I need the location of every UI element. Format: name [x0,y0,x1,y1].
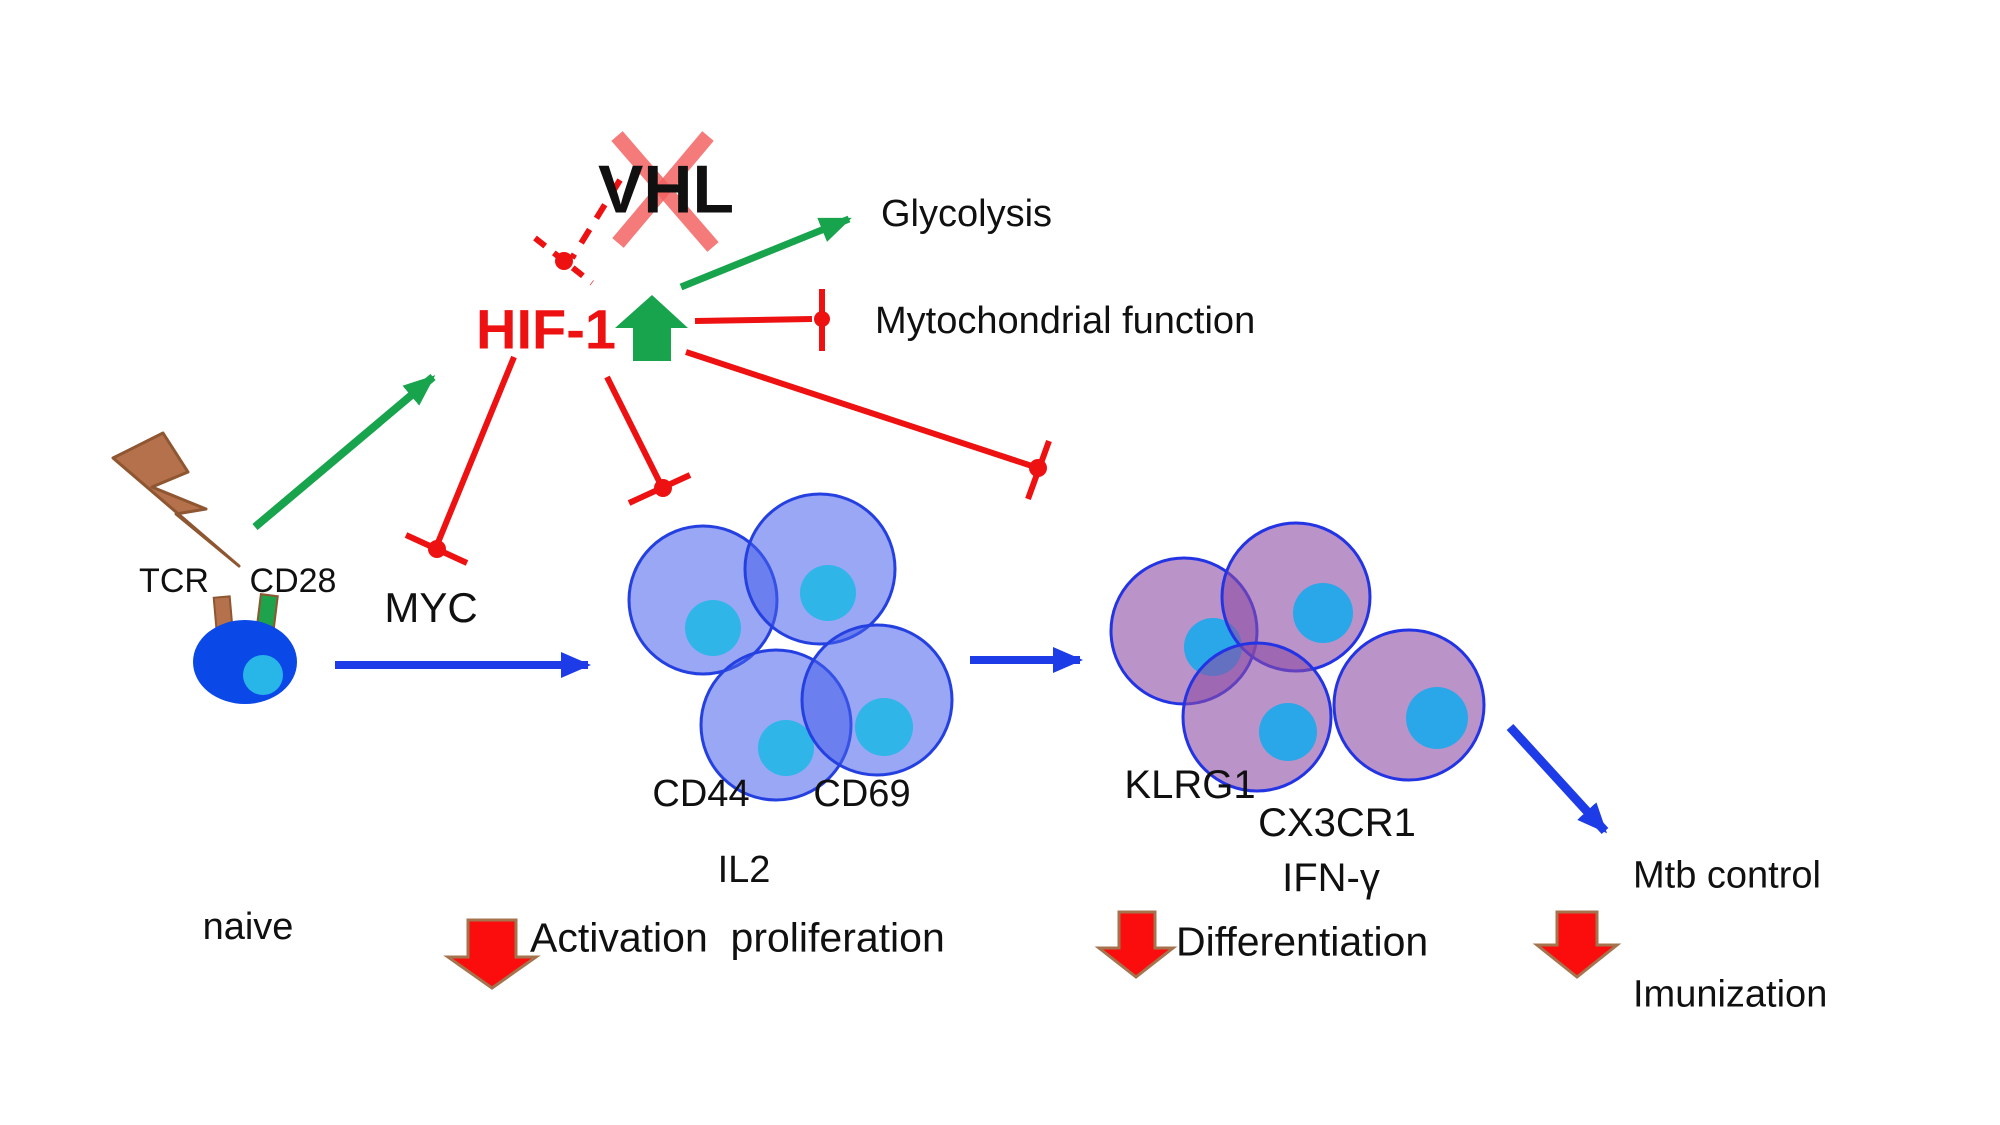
inhibition-hif1-myc [404,355,517,566]
hif1-upregulated-arrow-icon [615,295,688,361]
naive-label: naive [202,906,294,949]
naive-cell-body [193,620,297,704]
klrg1-label: KLRG1 [1124,763,1256,807]
green-arrow-hif1-to-glycolysis [679,215,852,291]
differentiated-cell-cluster [1109,521,1486,793]
myc-label: MYC [384,583,478,631]
cd28-label: CD28 [249,562,337,601]
blue-arrow-differentiated-to-outcome [1506,723,1609,835]
differentiation-label: Differentiation [1176,918,1429,965]
cd44-label: CD44 [652,773,750,816]
activated-cell [743,492,897,646]
green-arrow-stimulus-to-hif1 [252,373,436,531]
activated-cell [627,524,779,676]
differentiated-cell [1332,628,1486,782]
ifn-gamma-label: IFN-γ [1282,856,1380,900]
down-arrow-differentiation-icon [1094,910,1178,979]
activation-proliferation-label: Activation proliferation [530,914,945,961]
differentiated-cell [1220,521,1372,673]
hif1-label: HIF-1 [476,297,616,361]
naive-cell-nucleus [243,655,283,695]
glycolysis-label: Glycolysis [881,193,1053,236]
tcr-label: TCR [139,562,209,601]
vhl-label: VHL [598,151,734,228]
vhl-cross-icon [611,131,719,252]
down-arrow-activation-icon [443,918,541,990]
inhibition-hif1-differentiated [685,349,1052,501]
differentiated-cell [1181,641,1333,793]
naive-cell [193,593,297,704]
down-arrow-mtb-icon [1532,910,1622,979]
activated-cell-cluster [627,492,954,802]
mitochondrial-label: Mytochondrial function [875,300,1256,343]
vhl-hif1-lost-inhibition [533,178,623,286]
cx3cr1-label: CX3CR1 [1258,801,1416,845]
il2-label: IL2 [717,849,771,892]
mtb-label-line1: Mtb control [1633,854,1821,897]
activated-cell [800,623,954,777]
cd69-label: CD69 [813,773,911,816]
inhibition-hif1-mitochondrial [694,289,830,351]
inhibition-hif1-activated [604,375,692,506]
mtb-label: Mtb control Imunization [1633,776,1827,1095]
lightning-bolt-icon [111,431,241,568]
mtb-label-line2: Imunization [1633,973,1828,1016]
